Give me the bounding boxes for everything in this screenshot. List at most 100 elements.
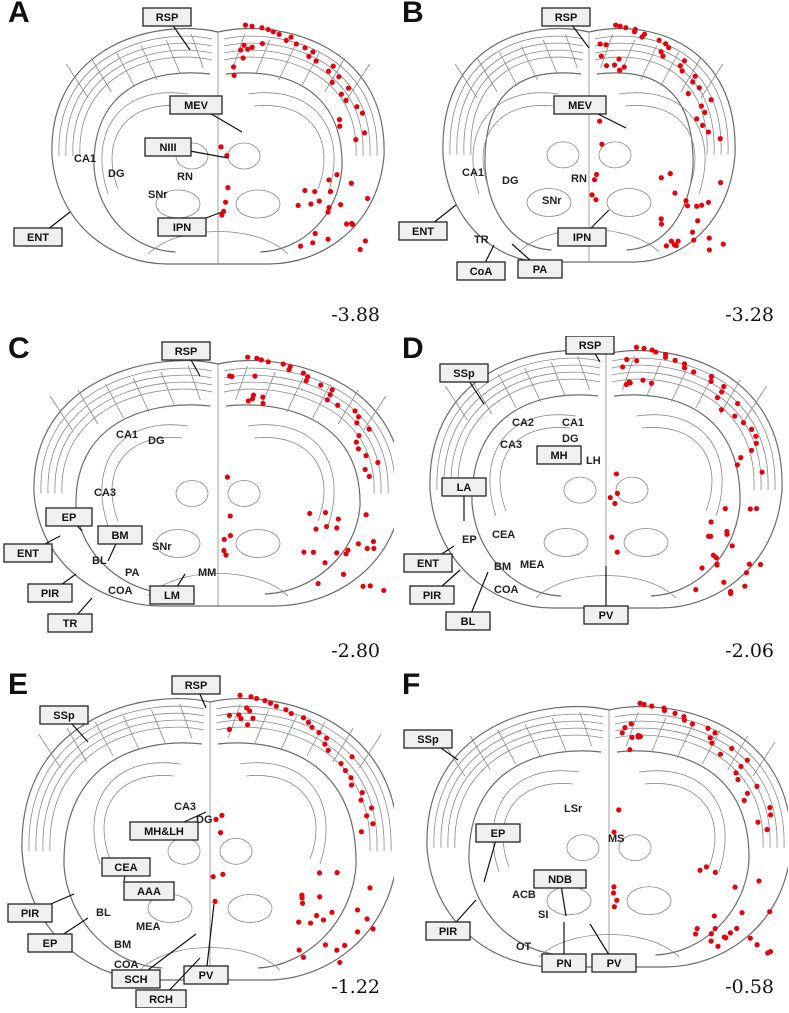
callout-label: TR (63, 618, 78, 630)
cell-dot (300, 954, 307, 960)
region-callout-box: AAA (123, 881, 175, 901)
cell-dot (624, 356, 630, 363)
region-label: LSr (564, 803, 583, 815)
region-callout-box: PA (511, 243, 563, 279)
cell-dot (267, 700, 274, 706)
cell-dot (238, 47, 244, 53)
region-callout-box: SCH (111, 933, 197, 989)
cell-dot (722, 506, 728, 512)
cell-dot (708, 97, 714, 103)
cell-dot (623, 25, 629, 31)
cell-dot (362, 466, 368, 473)
callout-rect (129, 821, 199, 841)
cell-dot (258, 357, 264, 363)
cell-dot (668, 238, 674, 244)
cell-dot (307, 920, 314, 926)
callout-label: CEA (114, 862, 137, 874)
cell-dot (217, 830, 224, 836)
cell-dot (735, 400, 741, 407)
cell-dot (362, 238, 369, 244)
cell-dot (708, 519, 714, 525)
callout-rect (27, 583, 73, 603)
region-callout-box: RSP (171, 675, 221, 709)
cell-dot (316, 198, 322, 204)
cell-dot (635, 732, 642, 739)
region-label: BL (92, 555, 107, 567)
cell-dot (335, 402, 341, 408)
cell-dot (248, 694, 254, 700)
cell-dot (338, 91, 345, 97)
cell-dot (746, 561, 752, 567)
cell-dot (381, 587, 387, 594)
cell-dot (283, 707, 289, 713)
callout-rect (583, 605, 629, 625)
region-callout-box: NIII (144, 137, 229, 159)
cell-dot (242, 22, 249, 28)
cell-dot (692, 931, 699, 937)
cell-dot (371, 545, 377, 552)
cell-dot (310, 240, 316, 246)
cell-dot (354, 929, 361, 935)
cell-dot (325, 747, 331, 753)
region-label: CA2 (512, 417, 534, 429)
callout-rect (7, 903, 53, 923)
cell-dot (227, 533, 234, 539)
callout-label: RSP (175, 346, 198, 358)
cell-dot (720, 241, 726, 247)
cell-dot (681, 365, 688, 371)
cell-dot (360, 583, 366, 589)
callout-rect (169, 95, 223, 115)
cell-dot (689, 229, 696, 235)
cell-dot (224, 474, 231, 480)
cell-dot (694, 203, 700, 209)
cell-dot (335, 516, 341, 522)
cell-dot (259, 40, 266, 47)
cell-dot (329, 79, 335, 85)
region-label: MEA (520, 559, 545, 571)
brain-section-outline (51, 27, 385, 265)
cell-dot (694, 116, 700, 122)
region-callout-box: IPN (557, 209, 610, 247)
cell-dot (740, 420, 747, 426)
cell-dot (614, 897, 620, 903)
callout-label: RSP (555, 12, 578, 24)
cell-dot (689, 721, 696, 727)
cell-dot (767, 909, 773, 915)
cell-dot (744, 757, 750, 763)
cell-dot (691, 369, 697, 375)
cell-dot (238, 716, 244, 722)
region-callout-box: RSP (142, 7, 192, 51)
cell-dot (318, 382, 324, 388)
cell-dot (364, 195, 371, 202)
cell-dot (741, 797, 747, 804)
cell-dot (322, 741, 328, 747)
callout-rect (149, 585, 195, 605)
cell-dot (249, 23, 255, 29)
cell-dot (681, 717, 688, 723)
cell-dot (334, 550, 340, 556)
cell-dot (712, 925, 718, 932)
cell-dot (249, 44, 255, 50)
cell-dot (323, 523, 330, 530)
brain-section-outline (442, 27, 736, 263)
cell-dot (658, 221, 665, 227)
region-label: SNr (148, 189, 168, 201)
cell-dot (295, 202, 301, 209)
cell-dot (260, 400, 266, 407)
cell-dot (699, 122, 706, 128)
cell-dot (672, 357, 678, 363)
cell-dot (320, 917, 327, 923)
cell-dot (334, 947, 340, 953)
cell-dot (293, 41, 299, 47)
cell-dot (768, 812, 774, 818)
cell-dot (672, 190, 678, 196)
cell-dot (253, 695, 260, 702)
callout-label: PIR (439, 926, 457, 938)
cell-dot (299, 895, 305, 901)
region-label: MS (608, 833, 625, 845)
panel-letter: F (402, 668, 421, 701)
cell-dot (611, 829, 617, 835)
